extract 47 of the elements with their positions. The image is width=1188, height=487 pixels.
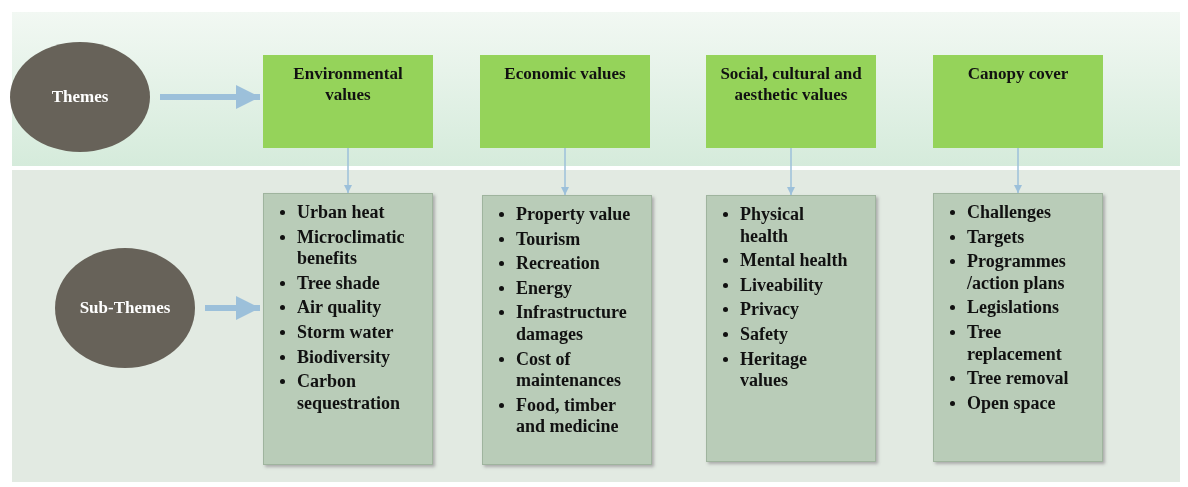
- arrow: [205, 296, 260, 320]
- list-item: Legislations: [967, 297, 1059, 319]
- subtheme-box: [933, 193, 1103, 462]
- subtheme-box: [263, 193, 433, 465]
- arrow: [344, 147, 352, 194]
- list-item: Programmes /action plans: [967, 251, 1067, 295]
- theme-label: Social, cultural and aesthetic values: [720, 64, 862, 105]
- theme-label: Economic values: [504, 64, 626, 83]
- list-item: Liveability: [740, 274, 823, 297]
- theme-box: [263, 55, 433, 148]
- theme-label: Themes: [51, 87, 109, 107]
- theme-label: Canopy cover: [967, 64, 1069, 83]
- arrow: [561, 147, 569, 196]
- list-item: Safety: [740, 323, 788, 346]
- list-item: Biodiversity: [297, 346, 390, 369]
- list-item: Cost of maintenances: [516, 348, 622, 392]
- list-item: Targets: [967, 226, 1025, 249]
- list-item: Tourism: [516, 228, 581, 251]
- theme-label: Sub-Themes: [79, 298, 171, 318]
- list-item: Tree shade: [297, 272, 380, 295]
- list-item: Challenges: [967, 202, 1051, 224]
- list-item: Mental health: [740, 250, 848, 272]
- list-item: Urban heat: [297, 202, 385, 224]
- list-item: Carbon sequestration: [297, 371, 401, 415]
- list-item: Infrastructure damages: [516, 302, 628, 346]
- list-item: Microclimatic benefits: [297, 226, 406, 270]
- list-item: Recreation: [516, 253, 600, 275]
- theme-box: [933, 55, 1103, 148]
- arrow: [787, 147, 795, 196]
- arrow: [160, 85, 260, 109]
- list-item: Privacy: [740, 299, 799, 321]
- list-item: Food, timber and medicine: [516, 394, 620, 438]
- arrow: [1014, 147, 1022, 194]
- list-item: Heritage values: [740, 348, 808, 392]
- list-item: Tree removal: [967, 368, 1069, 390]
- list-item: Physical health: [740, 204, 805, 248]
- list-item: Open space: [967, 392, 1056, 415]
- theme-box: [706, 55, 876, 148]
- list-item: Storm water: [297, 321, 394, 344]
- subtheme-box: [482, 195, 652, 465]
- theme-label: Environmental values: [293, 64, 403, 105]
- list-item: Energy: [516, 277, 572, 300]
- subtheme-box: [706, 195, 876, 462]
- theme-box: [480, 55, 650, 148]
- list-item: Air quality: [297, 297, 382, 319]
- list-item: Property value: [516, 204, 631, 226]
- list-item: Tree replacement: [967, 321, 1063, 366]
